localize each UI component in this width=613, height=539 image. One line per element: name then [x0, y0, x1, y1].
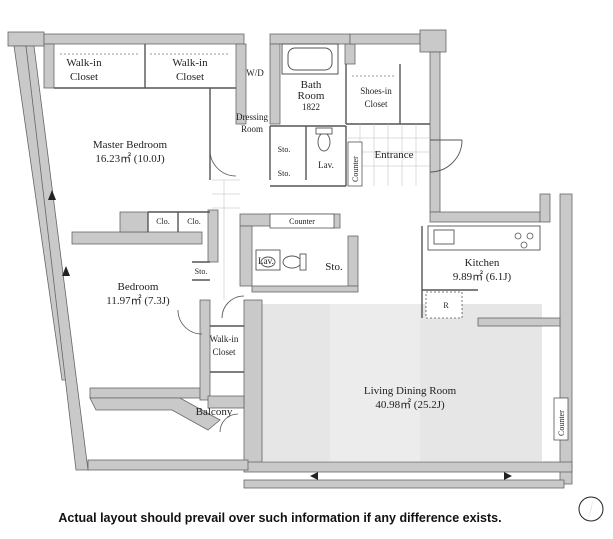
dressing-room-line2: Room [241, 124, 263, 134]
counter-horizontal-label: Counter [289, 217, 315, 226]
walkin-closet-3-line2: Closet [212, 347, 236, 357]
bedroom-area: 11.97㎡ (7.3J) [106, 294, 170, 307]
door-arcs [177, 149, 245, 433]
lav-2-label: Lav. [258, 256, 274, 266]
partitions [54, 44, 478, 373]
living-dining-area: 40.98㎡ (25.2J) [375, 398, 445, 411]
counter-vertical-label: Counter [351, 156, 360, 182]
bath-room-line2: Room [298, 90, 325, 102]
kitchen-area: 9.89㎡ (6.1J) [453, 270, 512, 283]
counter-right-label: Counter [557, 410, 566, 436]
walkin-closet-1-line2: Closet [70, 71, 98, 83]
bath-room-line1: Bath [301, 79, 322, 91]
balcony-label: Balcony [196, 406, 233, 418]
walkin-closet-2-line1: Walk-in [172, 57, 208, 69]
walkin-closet-3-line1: Walk-in [210, 334, 239, 344]
sto-4-label: Sto. [325, 261, 343, 273]
clo-2-label: Clo. [187, 217, 201, 226]
sto-2-label: Sto. [278, 169, 291, 178]
stove-icon [514, 232, 534, 249]
clo-1-label: Clo. [156, 217, 170, 226]
counter-right-box [553, 397, 569, 441]
walkin-closet-2-line2: Closet [176, 71, 204, 83]
living-floor-light [330, 304, 420, 461]
bedroom-name: Bedroom [118, 281, 159, 293]
sto-1-label: Sto. [278, 145, 291, 154]
kitchen-name: Kitchen [465, 257, 500, 269]
wd-label: W/D [246, 68, 264, 78]
room-labels: Walk-in Closet Walk-in Closet W/D Bath R… [66, 57, 566, 436]
toilet-icon [282, 127, 333, 271]
dressing-room-line1: Dressing [236, 112, 268, 122]
lav-1-label: Lav. [318, 160, 334, 170]
arrow-icon [48, 190, 512, 480]
closet-rails [60, 53, 396, 77]
disclaimer-text: Actual layout should prevail over such i… [58, 511, 502, 525]
entrance-label: Entrance [374, 149, 413, 161]
compass-icon [578, 496, 604, 522]
master-bedroom-name: Master Bedroom [93, 139, 168, 151]
sto-3-label: Sto. [195, 267, 208, 276]
counter-horizontal-box [269, 213, 335, 229]
r-mark: R [443, 301, 449, 310]
living-dining-name: Living Dining Room [364, 385, 457, 397]
counter-vertical-box [347, 141, 363, 187]
refrigerator-box [425, 291, 463, 319]
master-bedroom-area: 16.23㎡ (10.0J) [95, 152, 165, 165]
sink-icon [255, 249, 281, 271]
kitchen-counter [427, 225, 541, 251]
bathtub-icon [281, 43, 339, 75]
walkin-closet-1-line1: Walk-in [66, 57, 102, 69]
shoes-in-closet-line1: Shoes-in [360, 86, 392, 96]
bath-room-line3: 1822 [302, 102, 320, 112]
shoes-in-closet-line2: Closet [364, 99, 388, 109]
entrance-door[interactable] [429, 139, 463, 173]
